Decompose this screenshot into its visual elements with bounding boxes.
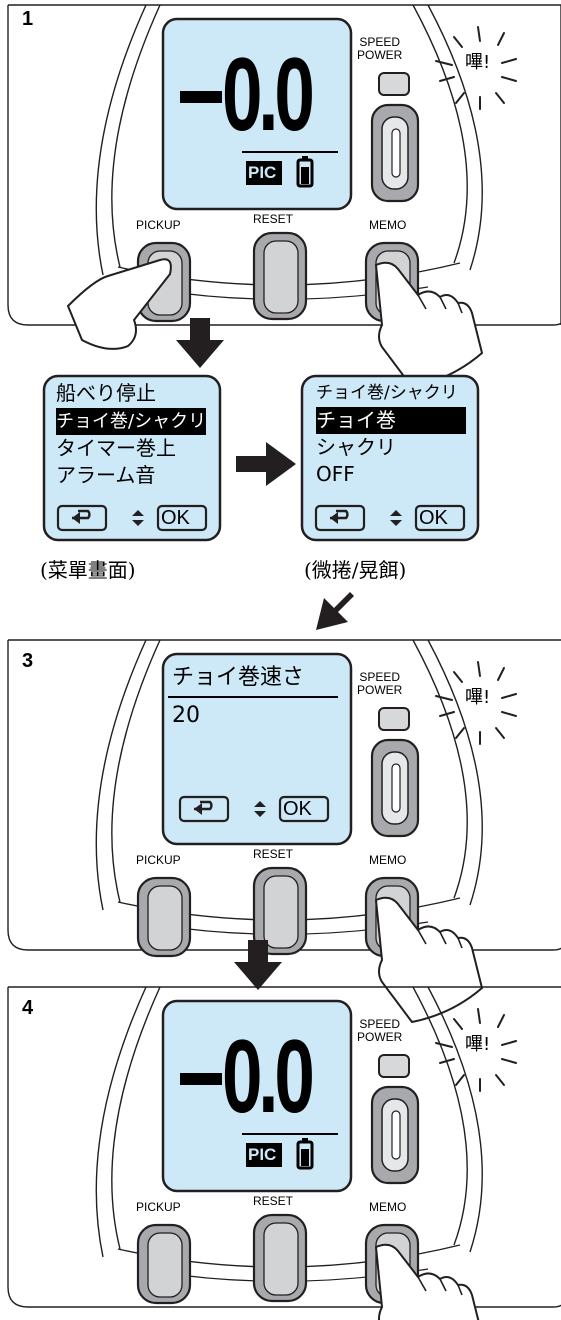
beep-text: 嗶! [465, 1034, 491, 1055]
menu-caption: (菜單畫面) [40, 558, 136, 582]
speed-screen-value: 20 [172, 703, 200, 728]
submenu-title: チョイ巻/シャクリ [316, 383, 458, 403]
reset-label: RESET [253, 1194, 294, 1208]
menu-item-selected: チョイ巻/シャクリ [56, 408, 207, 435]
display-value-digits: 0.0 [222, 37, 315, 153]
submenu-screen: チョイ巻/シャクリ チョイ巻 シャクリ OFF [316, 380, 472, 488]
step-number: 4 [22, 997, 34, 1019]
memo-button[interactable] [366, 243, 418, 321]
pickup-label: PICKUP [136, 218, 181, 232]
menu-screen: 船べり停止 チョイ巻/シャクリ タイマー巻上 アラーム音 [56, 380, 216, 489]
ok-label: OK [419, 507, 448, 529]
reset-label: RESET [253, 212, 294, 226]
speed-screen-title: チョイ巻速さ [172, 665, 305, 690]
display-mode: PIC [248, 163, 277, 182]
reset-label: RESET [253, 847, 294, 861]
pickup-label: PICKUP [136, 1200, 181, 1214]
speed-power-button[interactable] [379, 73, 409, 95]
ok-label: OK [161, 507, 190, 529]
display-value-digits: 0.0 [222, 1019, 315, 1135]
submenu-item-selected: チョイ巻 [316, 407, 466, 434]
beep-text: 嗶! [465, 687, 491, 708]
step-number: 3 [22, 650, 34, 672]
menu-item: 船べり停止 [56, 381, 156, 405]
submenu-item: OFF [316, 462, 355, 486]
submenu-item: シャクリ [316, 435, 396, 459]
submenu-caption: (微捲/晃餌) [304, 558, 407, 582]
beep-text: 嗶! [465, 52, 491, 73]
step-number: 1 [22, 8, 34, 30]
speed-dial[interactable] [372, 105, 418, 201]
ok-label: OK [283, 798, 312, 820]
menu-item: アラーム音 [56, 463, 156, 487]
memo-label: MEMO [369, 1200, 407, 1214]
memo-label: MEMO [369, 218, 407, 232]
display-mode: PIC [248, 1145, 277, 1164]
memo-label: MEMO [369, 853, 407, 867]
pickup-button[interactable] [138, 243, 190, 321]
menu-item: タイマー巻上 [56, 436, 176, 460]
memo-button[interactable] [366, 1225, 418, 1303]
reset-button[interactable] [254, 233, 306, 319]
memo-button[interactable] [366, 878, 418, 956]
pickup-label: PICKUP [136, 853, 181, 867]
